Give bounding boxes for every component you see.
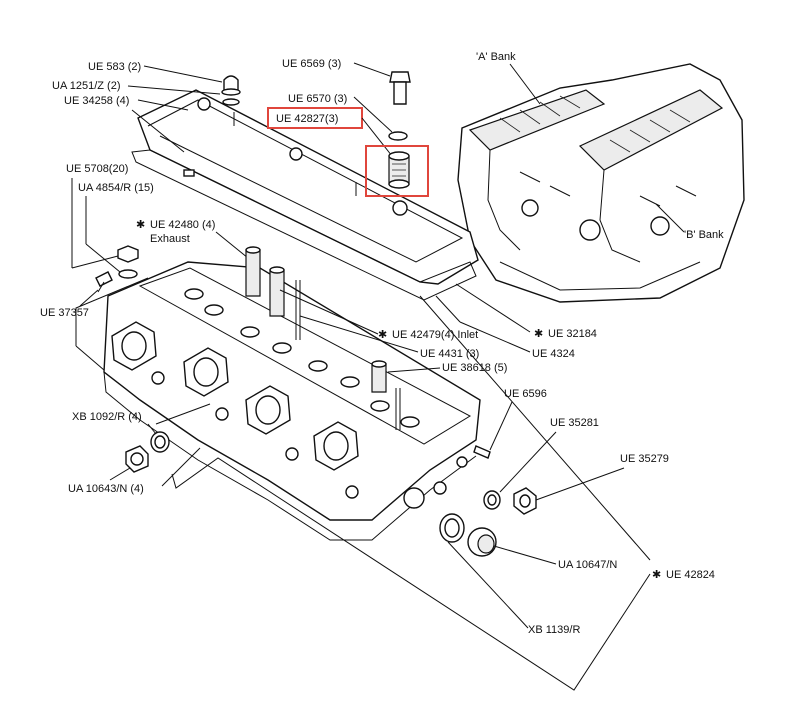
label-ua10647: UA 10647/N (558, 559, 617, 571)
large-plug-part (467, 527, 497, 557)
asterisk-ue42480: ✱ (136, 219, 145, 231)
label-ua1251: UA 1251/Z (2) (52, 80, 120, 92)
assembly-bracket (171, 295, 651, 691)
label-exhaust: Exhaust (150, 233, 190, 245)
label-xb1139: XB 1139/R (528, 624, 580, 636)
label-ue37357: UE 37357 (40, 307, 89, 319)
highlight-box-part (365, 145, 429, 197)
asterisk-ue32184: ✱ (534, 328, 543, 340)
label-ue42827: UE 42827(3) (276, 113, 338, 125)
label-ue35281: UE 35281 (550, 417, 599, 429)
label-ue4431: UE 4431 (3) (420, 348, 479, 360)
asterisk-ue42824: ✱ (652, 569, 661, 581)
bolt-part (389, 71, 411, 105)
label-ua10643: UA 10643/N (4) (68, 483, 144, 495)
plug-ue35279-part (513, 487, 537, 515)
grommet-part (388, 151, 410, 189)
label-ue42480: UE 42480 (4) (150, 219, 215, 231)
cylinder-head-illustration (103, 246, 491, 541)
label-ue38618: UE 38618 (5) (442, 362, 507, 374)
label-ua4854: UA 4854/R (15) (78, 182, 154, 194)
washer-ue35281-part (483, 490, 501, 510)
label-ue34258: UE 34258 (4) (64, 95, 129, 107)
nut-part (117, 245, 139, 279)
label-ue32184: UE 32184 (548, 328, 597, 340)
label-a-bank: 'A' Bank (476, 51, 516, 63)
label-xb1092: XB 1092/R (4) (72, 411, 142, 423)
label-ue35279: UE 35279 (620, 453, 669, 465)
sealing-ring-part (439, 513, 465, 543)
label-ue583: UE 583 (2) (88, 61, 141, 73)
sealing-washer-part (150, 431, 170, 453)
engine-block-illustration (457, 63, 745, 303)
stud-part (95, 271, 113, 293)
label-ue6570: UE 6570 (3) (288, 93, 347, 105)
cap-nut-part (221, 75, 241, 106)
label-ue6569: UE 6569 (3) (282, 58, 341, 70)
rocker-cover-illustration (131, 89, 479, 301)
label-b-bank: 'B' Bank (684, 229, 724, 241)
washer-part (388, 131, 408, 141)
plug-part (125, 445, 149, 473)
asterisk-ue42479: ✱ (378, 329, 387, 341)
label-ue6596: UE 6596 (504, 388, 547, 400)
label-ue42824: UE 42824 (666, 569, 715, 581)
label-ue42479: UE 42479(4) Inlet (392, 329, 478, 341)
label-ue5708: UE 5708(20) (66, 163, 128, 175)
label-ue4324: UE 4324 (532, 348, 575, 360)
